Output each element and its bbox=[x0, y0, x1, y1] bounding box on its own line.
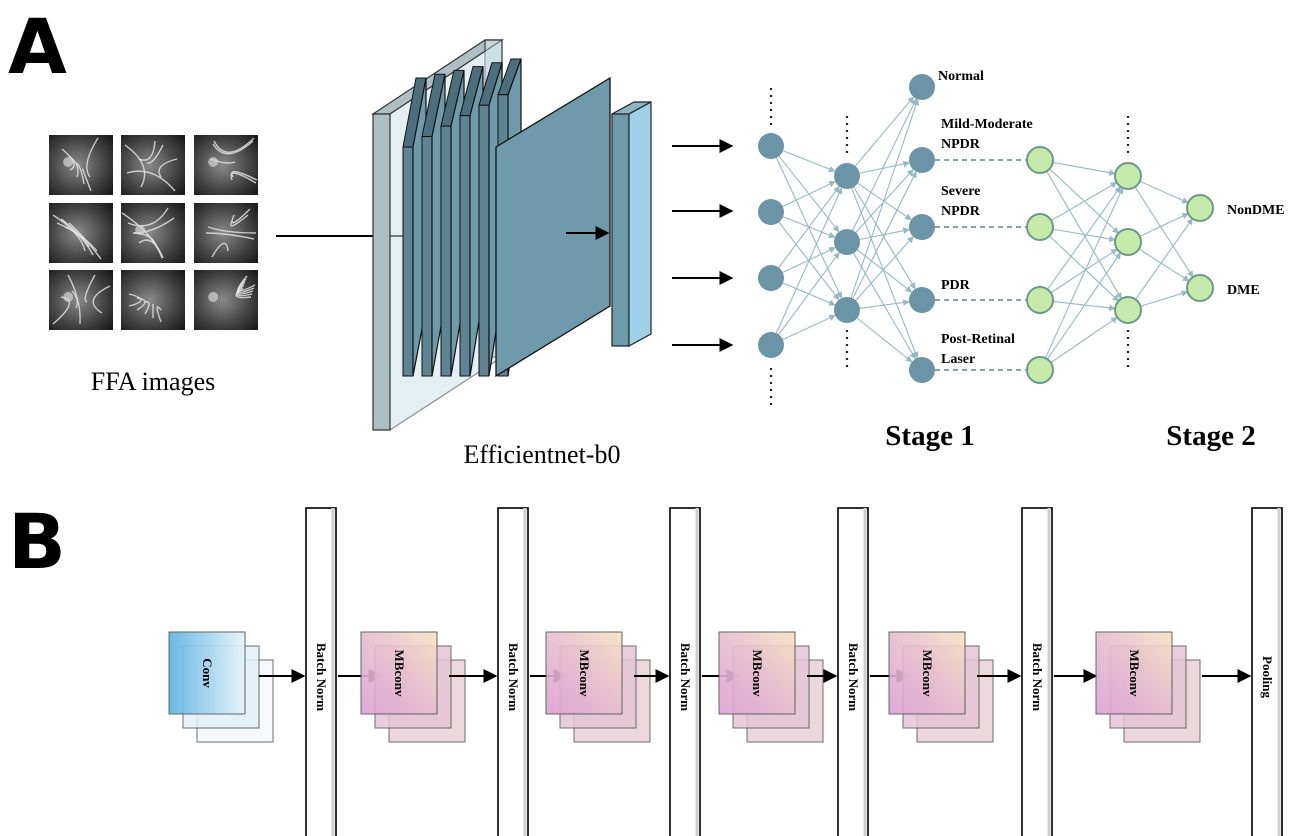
layer-label: Pooling bbox=[1260, 656, 1275, 698]
block-label: Conv bbox=[200, 658, 215, 688]
ffa-thumbnail bbox=[194, 203, 258, 263]
stage1-label-normal: Normal bbox=[938, 69, 984, 84]
stage2-node bbox=[1114, 162, 1142, 190]
ffa-thumbnail bbox=[49, 135, 113, 195]
stage-link-dashes bbox=[935, 159, 1027, 371]
panel-b: B Conv Batch Norm MBconv Batch Norm MBconv Ba… bbox=[8, 497, 1283, 836]
ffa-thumbnail bbox=[121, 203, 185, 263]
mbconv-block: MBconv bbox=[545, 631, 651, 743]
network-edges bbox=[775, 96, 1194, 364]
stage2-label-dme: DME bbox=[1227, 283, 1260, 298]
stage1-node bbox=[909, 214, 935, 240]
mbconv-block: MBconv bbox=[1095, 631, 1201, 743]
stage2-node bbox=[1186, 194, 1214, 222]
panel-b-letter: B bbox=[8, 497, 66, 586]
panel-b-pipeline: Conv Batch Norm MBconv Batch Norm MBconv Batc… bbox=[168, 507, 1283, 836]
batch-norm-layer: Batch Norm bbox=[497, 507, 529, 836]
layer-label: Batch Norm bbox=[314, 643, 329, 711]
network-nodes bbox=[758, 74, 1214, 384]
batch-norm-layer: Batch Norm bbox=[837, 507, 869, 836]
stage1-node bbox=[909, 147, 935, 173]
batch-norm-layer: Batch Norm bbox=[669, 507, 701, 836]
stage1-node bbox=[758, 332, 784, 358]
mbconv-block: MBconv bbox=[718, 631, 824, 743]
stage2-label-nondme: NonDME bbox=[1227, 203, 1285, 218]
stage1-node bbox=[758, 265, 784, 291]
mbconv-block: MBconv bbox=[360, 631, 466, 743]
stage2-node bbox=[1026, 286, 1054, 314]
layer-label: Batch Norm bbox=[678, 643, 693, 711]
stage2-node bbox=[1114, 296, 1142, 324]
batch-norm-layer: Batch Norm bbox=[1021, 507, 1053, 836]
cnn-outer-slab bbox=[372, 113, 391, 431]
stage1-node bbox=[758, 133, 784, 159]
stage2-node bbox=[1026, 213, 1054, 241]
block-label: MBconv bbox=[577, 650, 592, 697]
pooling-layer: Pooling bbox=[1251, 507, 1283, 836]
block-label: MBconv bbox=[1127, 650, 1142, 697]
ffa-thumbnail bbox=[121, 270, 185, 330]
ffa-thumbnail bbox=[194, 270, 258, 330]
conv-block: Conv bbox=[168, 631, 274, 743]
batch-norm-layer: Batch Norm bbox=[305, 507, 337, 836]
block-label: MBconv bbox=[920, 650, 935, 697]
block-label: MBconv bbox=[392, 650, 407, 697]
efficientnet-caption: Efficientnet-b0 bbox=[464, 440, 621, 469]
layer-label: Batch Norm bbox=[506, 643, 521, 711]
stage1-node bbox=[909, 287, 935, 313]
ffa-images-caption: FFA images bbox=[91, 367, 215, 396]
efficientnet-block bbox=[371, 38, 652, 432]
stage1-node bbox=[834, 297, 860, 323]
stage2-node bbox=[1186, 274, 1214, 302]
stage1-node bbox=[909, 74, 935, 100]
panel-a: A FFA images Efficientnet-b0 Normal Mild… bbox=[8, 2, 1285, 469]
stage1-node bbox=[834, 163, 860, 189]
ffa-image-grid bbox=[49, 135, 258, 330]
ffa-thumbnail bbox=[49, 203, 113, 263]
mbconv-block: MBconv bbox=[888, 631, 994, 743]
layer-label: Batch Norm bbox=[1030, 643, 1045, 711]
ffa-thumbnail bbox=[194, 135, 258, 195]
cnn-final-face bbox=[495, 76, 611, 378]
stage-2-label: Stage 2 bbox=[1166, 420, 1255, 452]
stage1-node bbox=[758, 199, 784, 225]
layer-label: Batch Norm bbox=[846, 643, 861, 711]
ffa-thumbnail bbox=[49, 270, 113, 330]
stage-1-label: Stage 1 bbox=[885, 420, 974, 452]
stage2-node bbox=[1026, 146, 1054, 174]
stage2-node bbox=[1114, 228, 1142, 256]
stage2-node bbox=[1026, 356, 1054, 384]
block-label: MBconv bbox=[750, 650, 765, 697]
ellipsis-dots bbox=[769, 88, 1130, 405]
stage1-node bbox=[834, 229, 860, 255]
panel-a-letter: A bbox=[8, 2, 67, 91]
ffa-thumbnail bbox=[121, 135, 185, 195]
stage1-label-pdr: PDR bbox=[941, 278, 971, 293]
cnn-output-vector bbox=[611, 100, 652, 348]
stage1-node bbox=[909, 357, 935, 383]
